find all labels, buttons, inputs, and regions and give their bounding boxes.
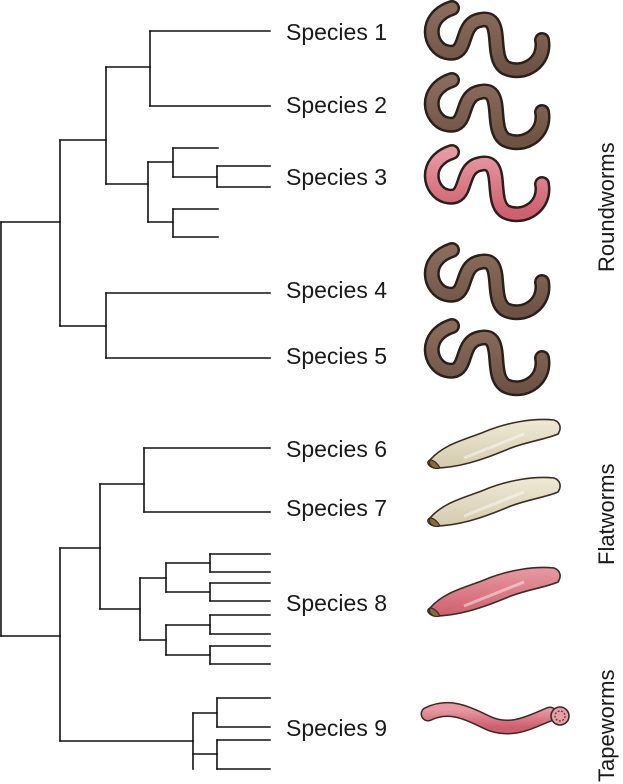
roundworm-icon bbox=[432, 152, 543, 214]
species-8-label: Species 8 bbox=[286, 590, 387, 616]
tapeworm-icon bbox=[420, 701, 570, 735]
roundworms-group-label: Roundworms bbox=[594, 142, 619, 272]
roundworm-icon bbox=[432, 326, 543, 388]
tapeworms-group-label: Tapeworms bbox=[594, 670, 619, 782]
organism-illustrations bbox=[420, 8, 570, 735]
flatworm-icon bbox=[426, 418, 562, 470]
flatworm-icon bbox=[426, 566, 562, 618]
species-9-label: Species 9 bbox=[286, 715, 387, 741]
species-6-label: Species 6 bbox=[286, 436, 387, 462]
species-4-label: Species 4 bbox=[286, 277, 387, 303]
species-3-label: Species 3 bbox=[286, 164, 387, 190]
flatworms-group-label: Flatworms bbox=[594, 464, 619, 565]
species-1-label: Species 1 bbox=[286, 19, 387, 45]
roundworm-icon bbox=[432, 80, 543, 142]
roundworm-icon bbox=[432, 8, 543, 70]
flatworm-icon bbox=[426, 476, 562, 528]
species-labels: Species 1 Species 2 Species 3 Species 4 … bbox=[286, 19, 387, 741]
tree-branches bbox=[0, 30, 271, 770]
roundworm-icon bbox=[432, 250, 543, 312]
species-5-label: Species 5 bbox=[286, 343, 387, 369]
group-labels: Roundworms Flatworms Tapeworms bbox=[594, 142, 619, 782]
species-2-label: Species 2 bbox=[286, 92, 387, 118]
species-7-label: Species 7 bbox=[286, 495, 387, 521]
